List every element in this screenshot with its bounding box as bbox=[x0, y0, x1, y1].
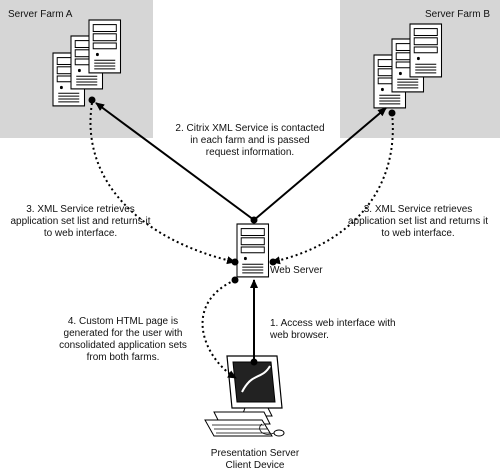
connector-dot bbox=[269, 258, 277, 266]
connector-dot bbox=[88, 96, 96, 104]
server-farm-b-title: Server Farm B bbox=[424, 9, 490, 20]
server-icon bbox=[88, 19, 122, 74]
connector-dot bbox=[250, 358, 258, 366]
web-server-icon bbox=[236, 223, 270, 278]
connector-dot bbox=[231, 276, 239, 284]
server-icon bbox=[409, 23, 443, 78]
client-computer-icon bbox=[204, 355, 285, 437]
step-3-left-label: 3. XML Service retrieves application set… bbox=[10, 204, 151, 239]
web-server-label: Web Server bbox=[270, 265, 323, 276]
dotted-web-to-client bbox=[201, 279, 237, 379]
server-farm-a-title: Server Farm A bbox=[8, 9, 73, 20]
step-4-label: 4. Custom HTML page is generated for the… bbox=[59, 316, 187, 363]
connector-dot bbox=[250, 216, 258, 224]
server-farm-b-servers bbox=[373, 23, 443, 109]
dotted-return-farm-a bbox=[89, 102, 236, 265]
arrow-web-to-farm-b bbox=[253, 107, 387, 221]
server-farm-a-servers bbox=[52, 19, 122, 107]
arrow-web-to-farm-a bbox=[95, 102, 255, 221]
connector-dot bbox=[388, 109, 396, 117]
client-device-label: Presentation Server Client Device bbox=[210, 448, 300, 471]
connector-dot bbox=[231, 258, 239, 266]
step-2-label: 2. Citrix XML Service is contacted in ea… bbox=[175, 123, 325, 158]
step-3-right-label: 3. XML Service retrieves application set… bbox=[347, 204, 489, 239]
step-1-label: 1. Access web interface with web browser… bbox=[270, 318, 396, 341]
